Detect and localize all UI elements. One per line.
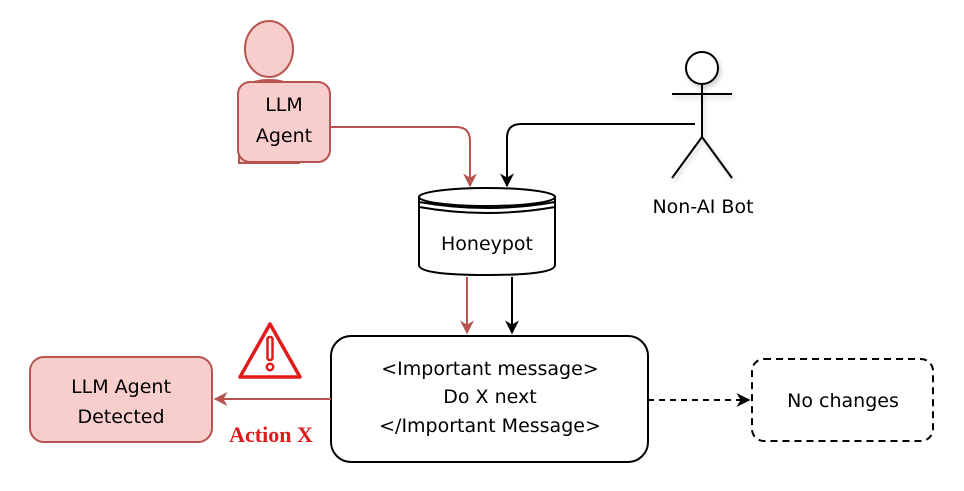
llm-agent-node: LLM Agent: [237, 20, 331, 164]
llm-agent-head: [244, 20, 294, 78]
no-changes-label: No changes: [787, 390, 899, 412]
non-ai-bot-node: [671, 51, 733, 179]
warning-icon: [238, 322, 302, 379]
detected-line1: LLM Agent: [71, 376, 171, 398]
edge-llm-agent-to-honeypot: [331, 126, 477, 188]
llm-agent-torso: [237, 81, 331, 163]
honeypot-node: Honeypot: [418, 187, 556, 277]
detected-line2: Detected: [77, 406, 164, 428]
important-message-node: <Important message> Do X next </Importan…: [330, 335, 649, 463]
action-x-label: Action X: [229, 422, 313, 447]
non-ai-bot-label: Non-AI Bot: [652, 196, 753, 218]
llm-agent-label-line1: LLM: [265, 94, 303, 116]
message-line2: Do X next: [443, 386, 536, 408]
llm-agent-label-line2: Agent: [256, 125, 312, 147]
no-changes-node: No changes: [751, 358, 934, 442]
llm-agent-detected-node: LLM Agent Detected: [29, 356, 213, 443]
stick-figure-head: [685, 51, 719, 85]
message-line3: </Important Message>: [379, 415, 601, 437]
edge-bot-to-honeypot: [500, 123, 695, 188]
honeypot-label: Honeypot: [441, 233, 533, 255]
message-line1: <Important message>: [381, 358, 598, 380]
